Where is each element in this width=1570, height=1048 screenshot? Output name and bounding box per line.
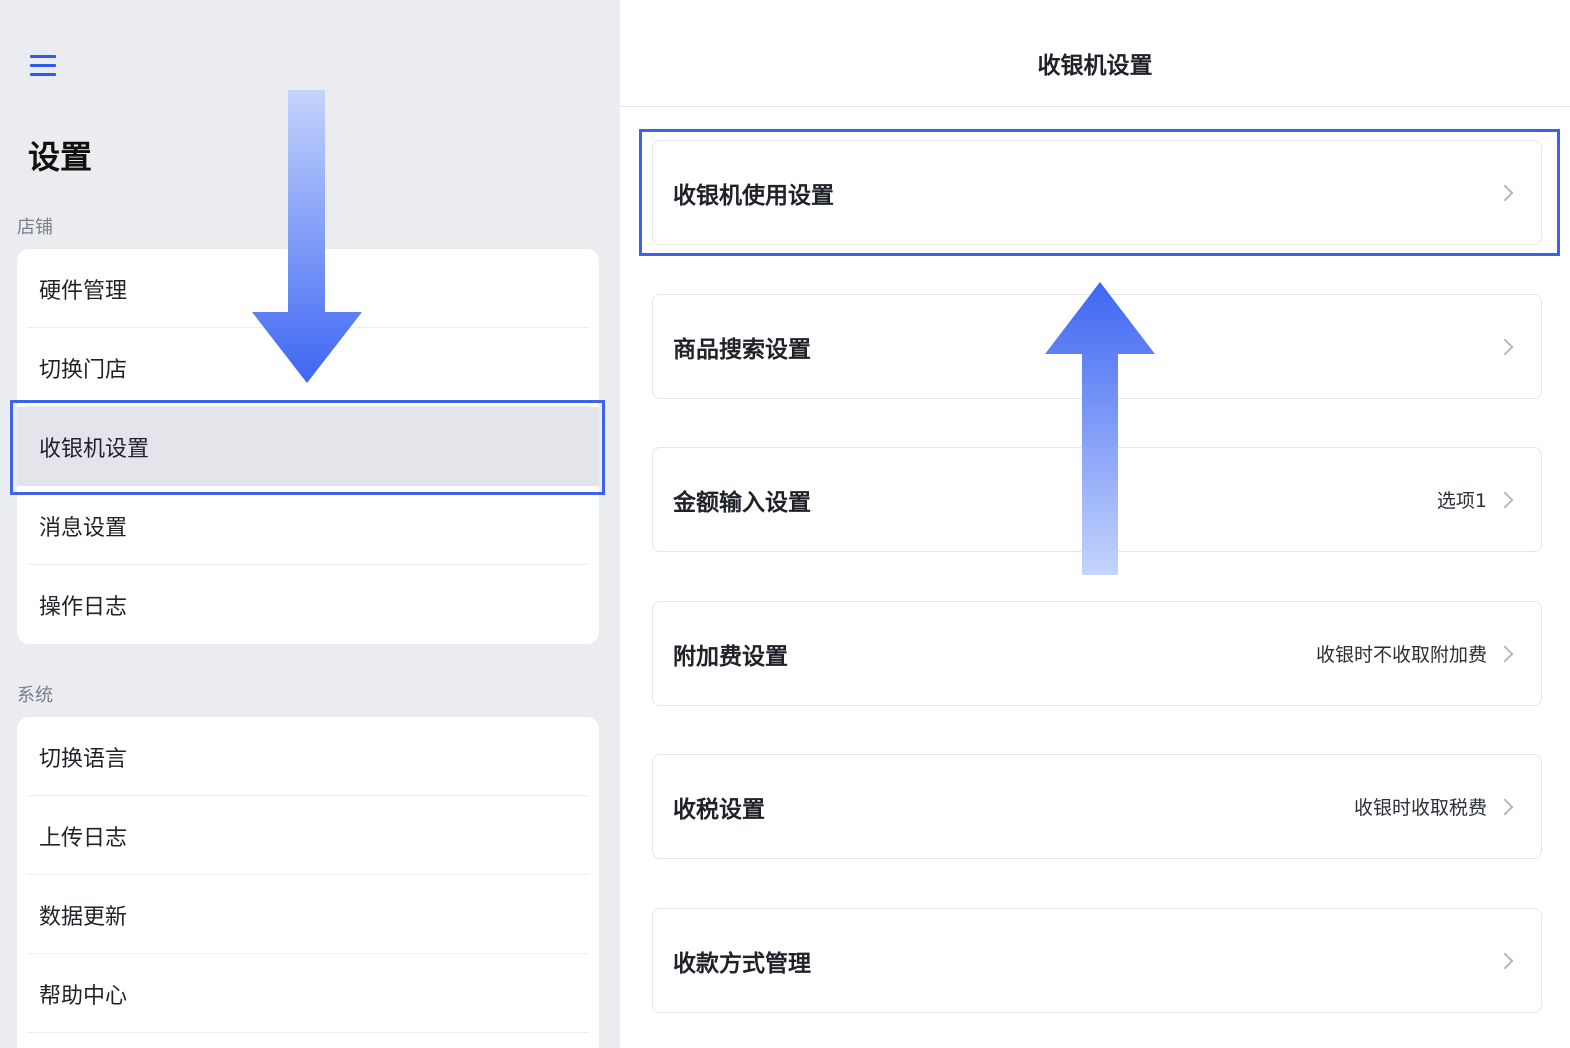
chevron-right-icon — [1496, 184, 1514, 201]
setting-payment-methods[interactable]: 收款方式管理 — [652, 908, 1542, 1013]
setting-tax[interactable]: 收税设置 收银时收取税费 — [652, 754, 1542, 859]
chevron-right-icon — [1496, 645, 1514, 662]
page-title: 设置 — [28, 138, 93, 176]
sidebar-item-help-center[interactable]: 帮助中心 — [17, 954, 599, 1033]
sidebar-item-label: 数据更新 — [39, 904, 128, 930]
sidebar-item-operation-log[interactable]: 操作日志 — [17, 565, 599, 644]
sidebar-item-label: 帮助中心 — [39, 983, 128, 1009]
setting-pos-usage[interactable]: 收银机使用设置 — [652, 140, 1542, 245]
section-label-system: 系统 — [17, 685, 53, 706]
setting-product-search[interactable]: 商品搜索设置 — [652, 294, 1542, 399]
sidebar-item-label: 消息设置 — [39, 515, 128, 541]
setting-label: 收款方式管理 — [673, 950, 811, 977]
setting-label: 收银机使用设置 — [673, 182, 834, 209]
sidebar-item-data-update[interactable]: 数据更新 — [17, 875, 599, 954]
sidebar-item-label: 切换门店 — [39, 357, 128, 383]
pos-settings-panel: 收银机设置 收银机使用设置 商品搜索设置 金额输入设置 选项1 附加费设置 收银… — [620, 0, 1570, 1048]
panel-title: 收银机设置 — [1037, 53, 1153, 79]
chevron-right-icon — [1496, 338, 1514, 355]
setting-label: 收税设置 — [673, 796, 765, 823]
setting-amount-input[interactable]: 金额输入设置 选项1 — [652, 447, 1542, 552]
store-settings-group: 硬件管理 切换门店 收银机设置 消息设置 操作日志 — [17, 249, 599, 644]
chevron-right-icon — [1496, 491, 1514, 508]
settings-sidebar: 设置 店铺 硬件管理 切换门店 收银机设置 消息设置 操作日志 系统 切换语言 … — [0, 0, 620, 1048]
sidebar-item-upload-log[interactable]: 上传日志 — [17, 796, 599, 875]
sidebar-item-message-settings[interactable]: 消息设置 — [17, 486, 599, 565]
chevron-right-icon — [1496, 798, 1514, 815]
setting-surcharge[interactable]: 附加费设置 收银时不收取附加费 — [652, 601, 1542, 706]
sidebar-item-pos-settings[interactable]: 收银机设置 — [17, 407, 599, 486]
setting-value: 选项1 — [1436, 490, 1487, 512]
sidebar-item-label: 收银机设置 — [39, 436, 150, 462]
sidebar-item-label: 硬件管理 — [39, 278, 128, 304]
sidebar-item-switch-store[interactable]: 切换门店 — [17, 328, 599, 407]
sidebar-item-switch-language[interactable]: 切换语言 — [17, 717, 599, 796]
sidebar-item-hardware[interactable]: 硬件管理 — [17, 249, 599, 328]
setting-label: 金额输入设置 — [673, 489, 811, 516]
system-settings-group: 切换语言 上传日志 数据更新 帮助中心 — [17, 717, 599, 1048]
chevron-right-icon — [1496, 952, 1514, 969]
hamburger-menu-icon[interactable] — [30, 55, 56, 77]
panel-header: 收银机设置 — [620, 0, 1570, 107]
setting-value: 收银时不收取附加费 — [1315, 644, 1487, 666]
sidebar-item-label: 操作日志 — [39, 594, 128, 620]
sidebar-item-label: 切换语言 — [39, 746, 128, 772]
setting-value: 收银时收取税费 — [1353, 797, 1487, 819]
setting-label: 附加费设置 — [673, 643, 788, 670]
sidebar-item-label: 上传日志 — [39, 825, 128, 851]
section-label-store: 店铺 — [17, 217, 53, 238]
setting-label: 商品搜索设置 — [673, 336, 811, 363]
